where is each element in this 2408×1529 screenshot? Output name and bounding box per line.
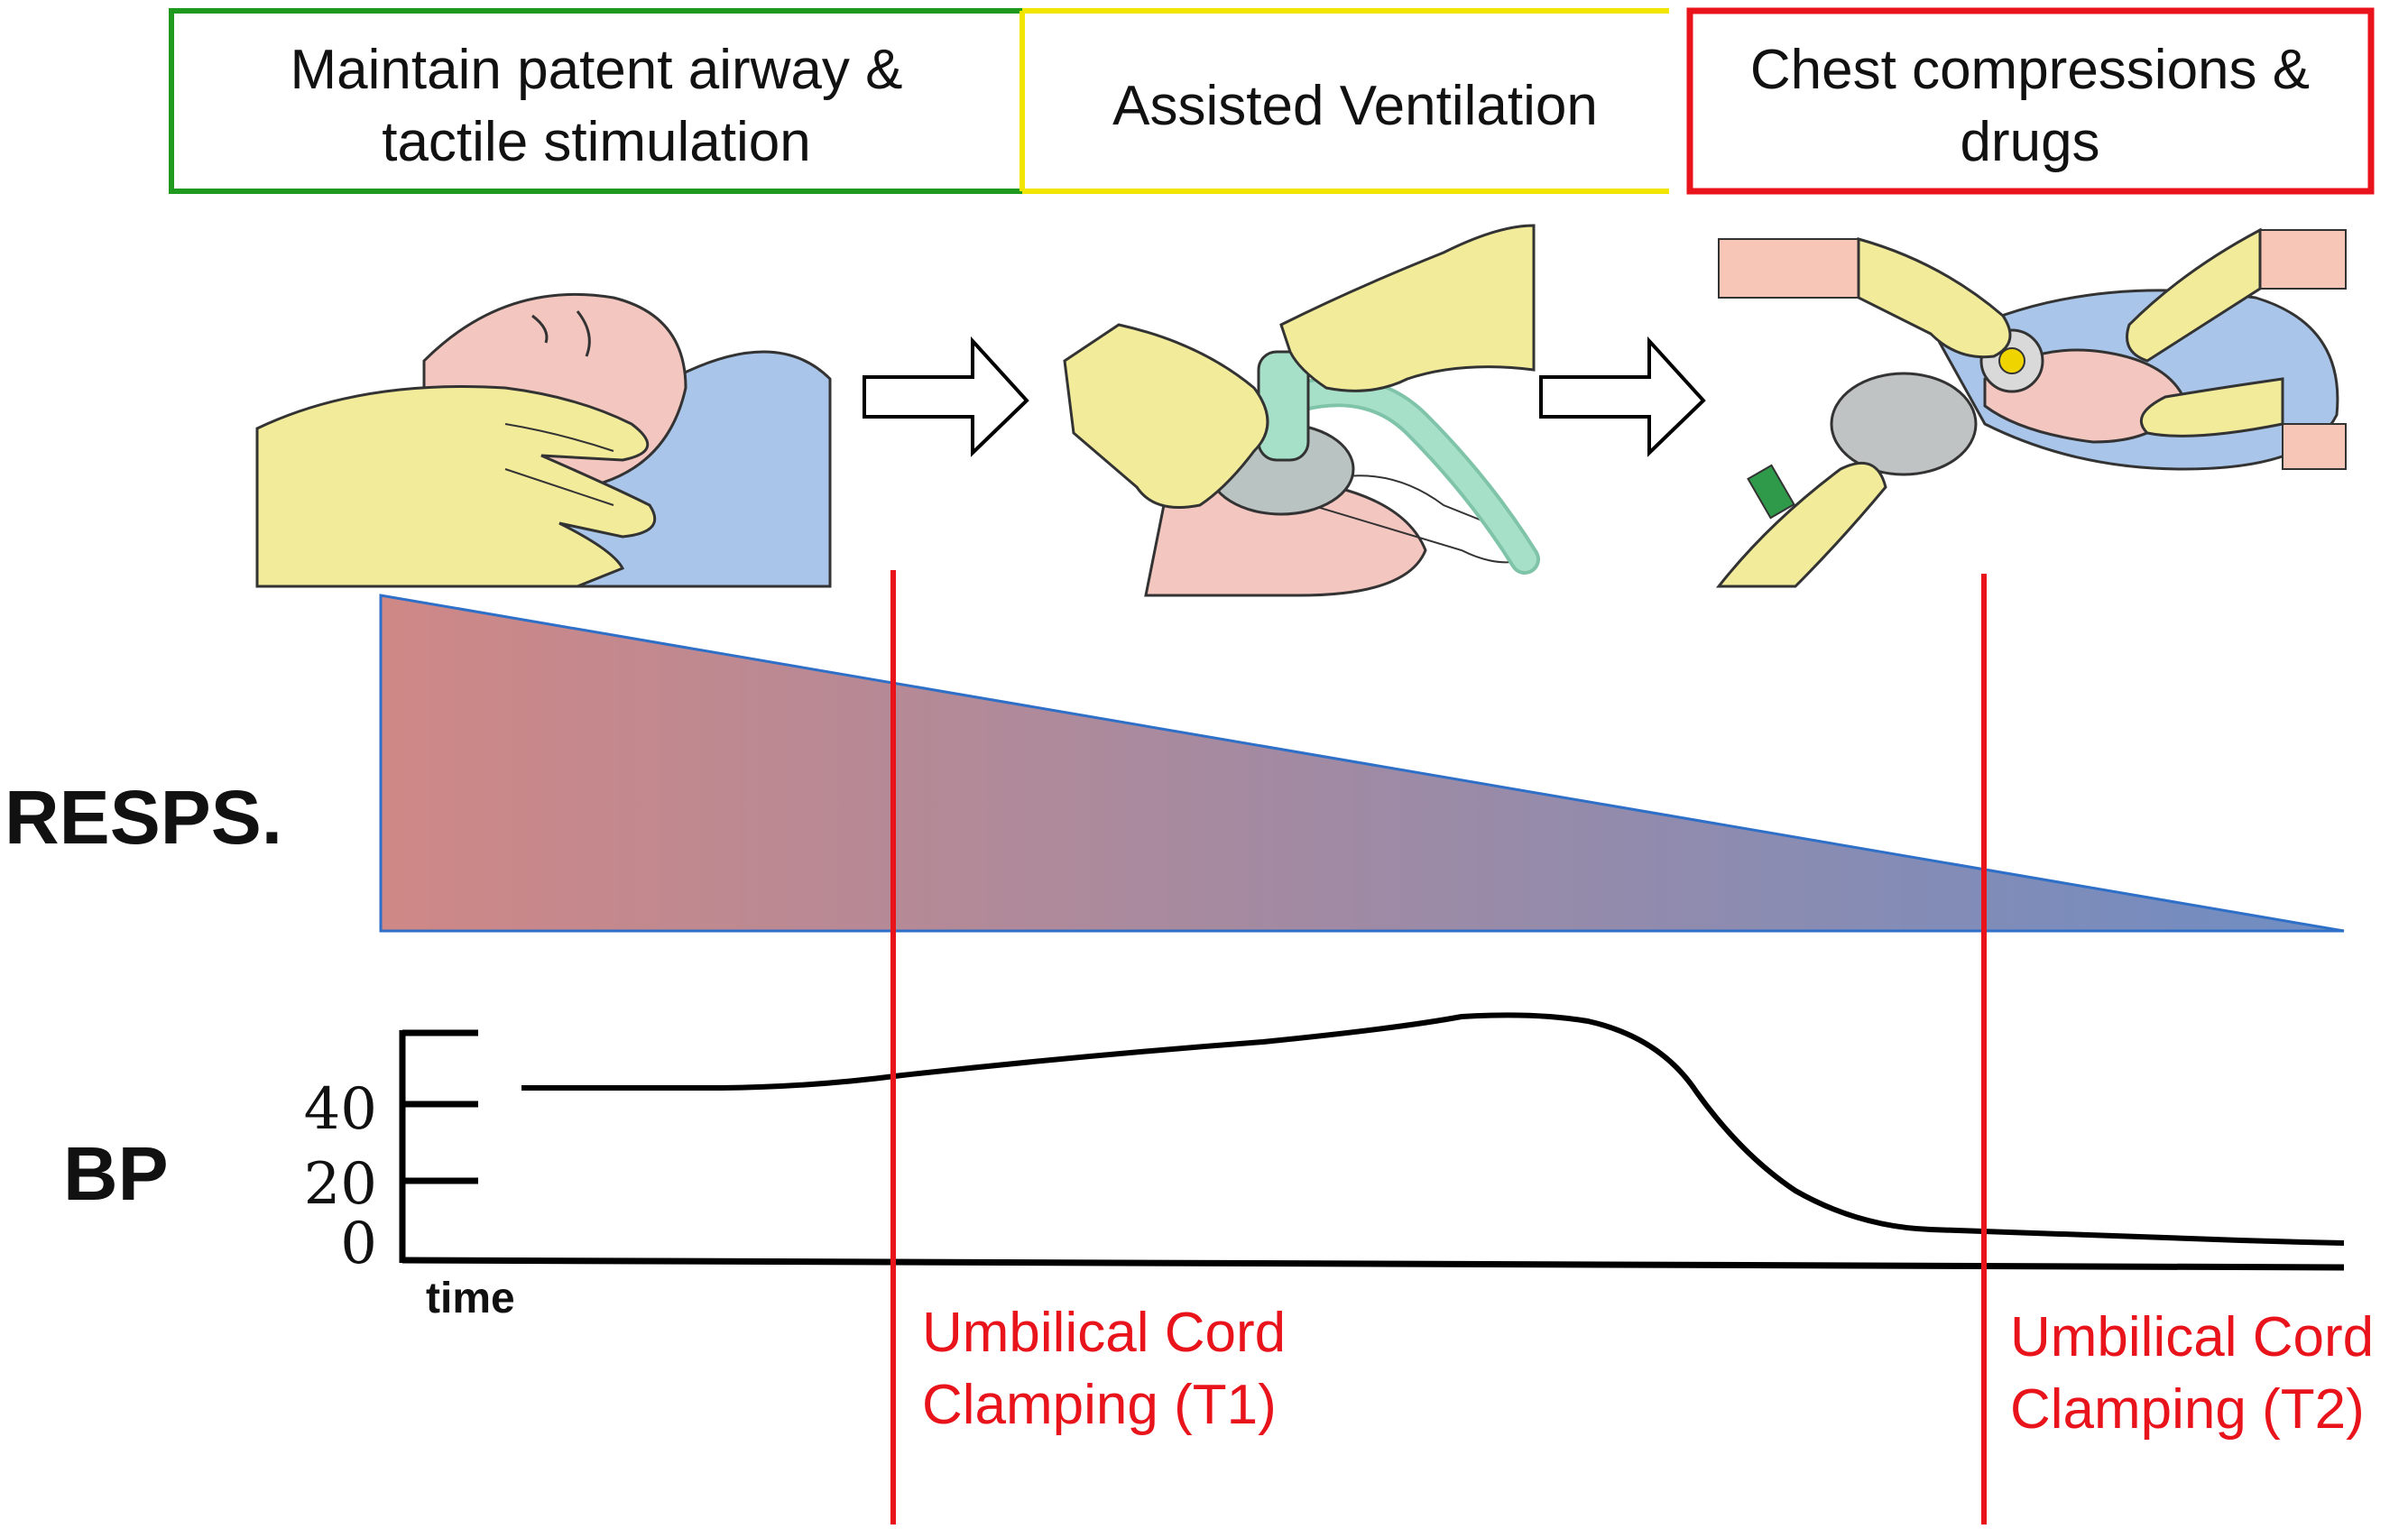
stage-box-airway: Maintain patent airway & tactile stimula…	[169, 8, 1025, 194]
clamping-t1-line2: Clamping (T1)	[922, 1374, 1277, 1436]
progression-arrow-1	[863, 336, 1029, 457]
bp-trace	[521, 1012, 2345, 1246]
bp-baseline	[401, 1257, 2345, 1271]
bp-chart: BP 40 20 0 time	[63, 1012, 2345, 1322]
stage-box-ventilation: Assisted Ventilation	[1019, 8, 1669, 194]
bp-x-label: time	[426, 1275, 515, 1322]
bp-label: BP	[63, 1131, 169, 1216]
airway-stimulation-illustration	[255, 292, 832, 588]
clamping-t2-line1: Umbilical Cord	[2010, 1306, 2374, 1368]
assisted-ventilation-illustration	[1063, 224, 1540, 597]
respiration-decline-wedge	[379, 594, 2345, 933]
clamping-label-t2: Umbilical Cord Clamping (T2)	[2010, 1306, 2374, 1441]
clamping-t2-line2: Clamping (T2)	[2010, 1378, 2365, 1441]
bp-tick-label-20: 20	[304, 1151, 377, 1218]
stage-ventilation-label: Assisted Ventilation	[1112, 75, 1598, 137]
chest-compressions-illustration	[1715, 227, 2347, 588]
stage-airway-line1: Maintain patent airway &	[291, 39, 903, 101]
stage-compressions-line2: drugs	[1960, 111, 2099, 173]
stage-box-compressions: Chest compressions & drugs	[1686, 7, 2375, 195]
stage-airway-line2: tactile stimulation	[382, 111, 811, 173]
bp-tick-label-0: 0	[340, 1211, 377, 1277]
stage-compressions-line1: Chest compressions &	[1750, 39, 2310, 101]
bp-tick-label-40: 40	[304, 1076, 377, 1143]
resps-label: RESPS.	[5, 775, 282, 860]
clamping-label-t1: Umbilical Cord Clamping (T1)	[922, 1302, 1286, 1436]
clamping-t1-line1: Umbilical Cord	[922, 1302, 1286, 1364]
progression-arrow-2	[1539, 336, 1706, 457]
